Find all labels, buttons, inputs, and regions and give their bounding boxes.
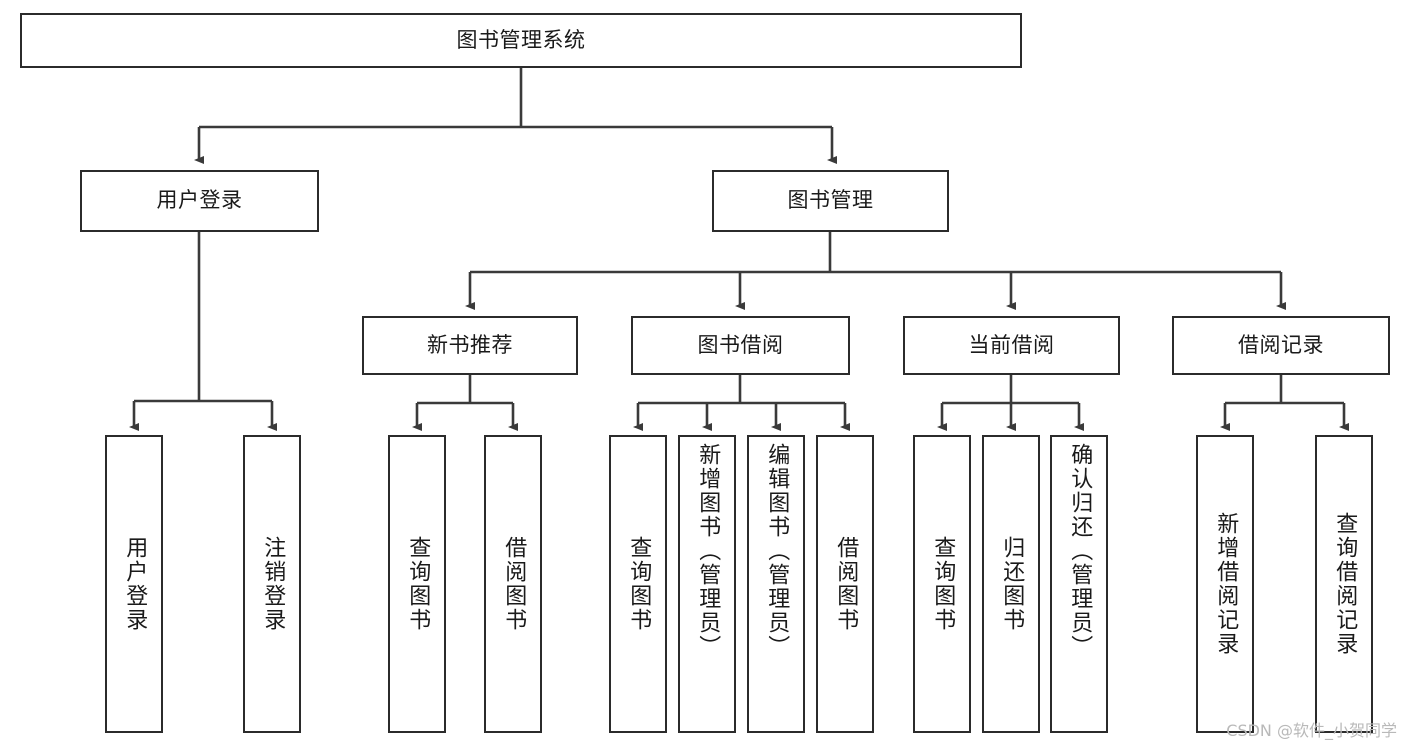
watermark-text: CSDN @软件_小贺同学	[1226, 721, 1397, 740]
leaf-current-borrow-query[interactable]: 查询图书	[913, 435, 971, 733]
leaf-book-borrow-borrow-label: 借阅图书	[833, 536, 859, 632]
node-new-book-recommend[interactable]: 新书推荐	[362, 316, 578, 375]
leaf-current-borrow-return[interactable]: 归还图书	[982, 435, 1040, 733]
node-book-management-label: 图书管理	[787, 188, 874, 213]
node-current-borrow[interactable]: 当前借阅	[903, 316, 1120, 375]
leaf-book-borrow-add-label: 新增图书（管理员）	[695, 443, 721, 659]
node-new-book-recommend-label: 新书推荐	[427, 332, 513, 357]
node-current-borrow-label: 当前借阅	[968, 332, 1055, 357]
leaf-user-login-logout-label: 注销登录	[260, 536, 286, 632]
node-root[interactable]: 图书管理系统	[20, 13, 1022, 68]
node-book-borrow-label: 图书借阅	[697, 332, 784, 357]
leaf-book-borrow-borrow[interactable]: 借阅图书	[816, 435, 874, 733]
leaf-new-book-borrow-label: 借阅图书	[501, 536, 527, 632]
leaf-book-borrow-query-label: 查询图书	[626, 536, 652, 632]
node-book-borrow[interactable]: 图书借阅	[631, 316, 850, 375]
node-borrow-record-label: 借阅记录	[1238, 332, 1324, 357]
leaf-borrow-record-add-label: 新增借阅记录	[1213, 512, 1239, 656]
node-user-login-label: 用户登录	[156, 188, 243, 213]
leaf-book-borrow-edit[interactable]: 编辑图书（管理员）	[747, 435, 805, 733]
leaf-current-borrow-confirm-return[interactable]: 确认归还（管理员）	[1050, 435, 1108, 733]
leaf-book-borrow-add[interactable]: 新增图书（管理员）	[678, 435, 736, 733]
node-root-label: 图书管理系统	[456, 27, 586, 52]
leaf-borrow-record-query[interactable]: 查询借阅记录	[1315, 435, 1373, 733]
leaf-user-login-login[interactable]: 用户登录	[105, 435, 163, 733]
leaf-book-borrow-query[interactable]: 查询图书	[609, 435, 667, 733]
leaf-new-book-borrow[interactable]: 借阅图书	[484, 435, 542, 733]
leaf-new-book-query-label: 查询图书	[405, 536, 431, 632]
leaf-user-login-logout[interactable]: 注销登录	[243, 435, 301, 733]
node-user-login[interactable]: 用户登录	[80, 170, 319, 232]
leaf-current-borrow-query-label: 查询图书	[930, 536, 956, 632]
leaf-current-borrow-confirm-return-label: 确认归还（管理员）	[1067, 443, 1093, 659]
leaf-new-book-query[interactable]: 查询图书	[388, 435, 446, 733]
leaf-borrow-record-add[interactable]: 新增借阅记录	[1196, 435, 1254, 733]
leaf-user-login-login-label: 用户登录	[122, 536, 148, 632]
leaf-book-borrow-edit-label: 编辑图书（管理员）	[764, 443, 790, 659]
leaf-current-borrow-return-label: 归还图书	[999, 536, 1025, 632]
node-book-management[interactable]: 图书管理	[712, 170, 949, 232]
leaf-borrow-record-query-label: 查询借阅记录	[1332, 512, 1358, 656]
node-borrow-record[interactable]: 借阅记录	[1172, 316, 1390, 375]
